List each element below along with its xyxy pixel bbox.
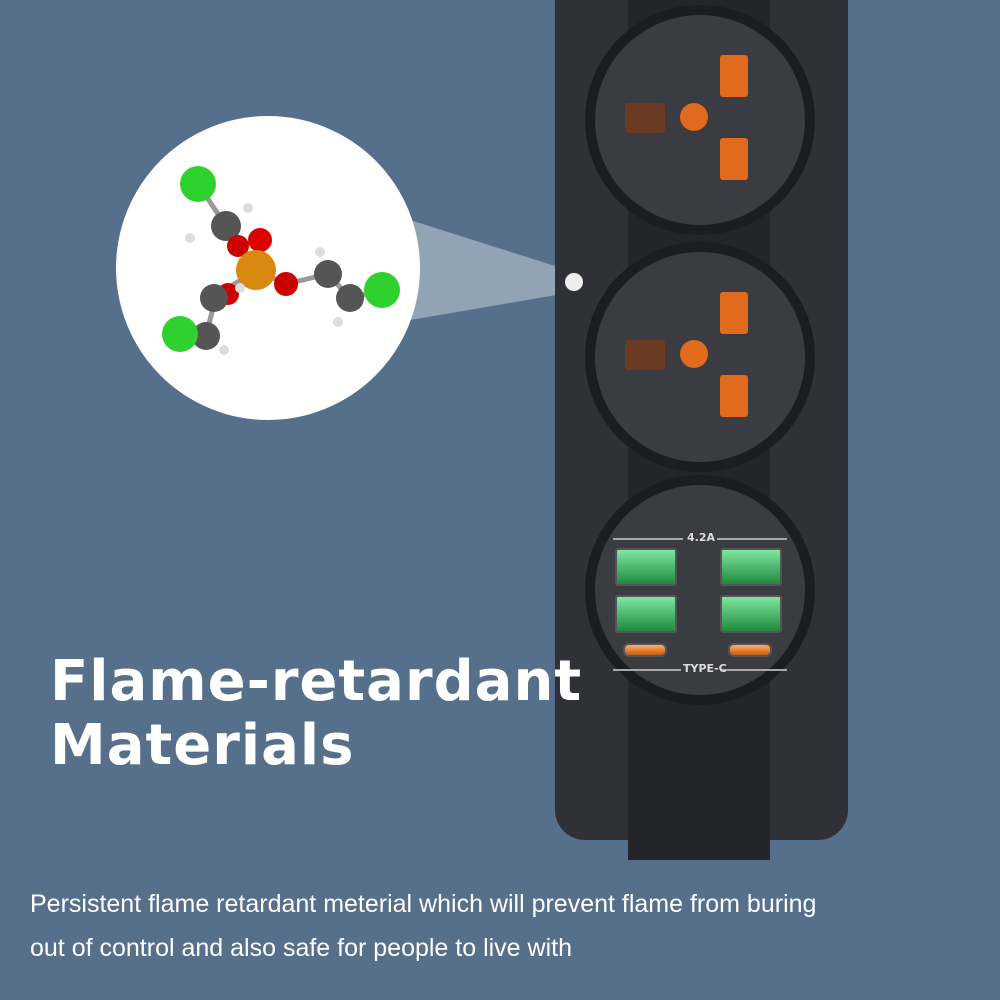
usb-a-port[interactable] <box>615 595 677 633</box>
usb-a-port[interactable] <box>615 548 677 586</box>
ac-outlet-1[interactable] <box>585 5 815 235</box>
callout-dot <box>565 273 583 291</box>
molecule-illustration <box>162 166 400 355</box>
molecule-zoom-circle <box>116 116 420 420</box>
description-line-2: out of control and also safe for people … <box>30 934 572 962</box>
description: Persistent flame retardant meterial whic… <box>30 882 816 970</box>
type-c-label: TYPE-C <box>683 662 727 675</box>
usb-a-port[interactable] <box>720 595 782 633</box>
usb-a-port[interactable] <box>720 548 782 586</box>
usb-c-port[interactable] <box>728 643 772 657</box>
usb-c-port[interactable] <box>623 643 667 657</box>
description-line-1: Persistent flame retardant meterial whic… <box>30 890 817 918</box>
headline-line-1: Flame-retardant <box>50 649 583 714</box>
headline: Flame-retardant Materials <box>50 650 582 778</box>
usb-charging-module: 4.2A TYPE-C <box>585 475 815 705</box>
headline-line-2: Materials <box>50 713 355 778</box>
usb-current-label: 4.2A <box>687 531 715 544</box>
ac-outlet-2[interactable] <box>585 242 815 472</box>
